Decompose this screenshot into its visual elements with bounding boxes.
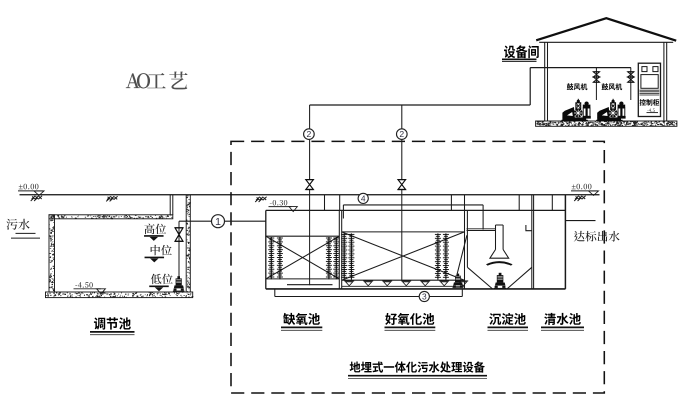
svg-text:3: 3	[422, 292, 427, 302]
svg-text:1: 1	[215, 216, 221, 228]
svg-text:2: 2	[307, 129, 312, 139]
svg-text:2: 2	[399, 129, 404, 139]
svg-text:4: 4	[361, 193, 366, 203]
